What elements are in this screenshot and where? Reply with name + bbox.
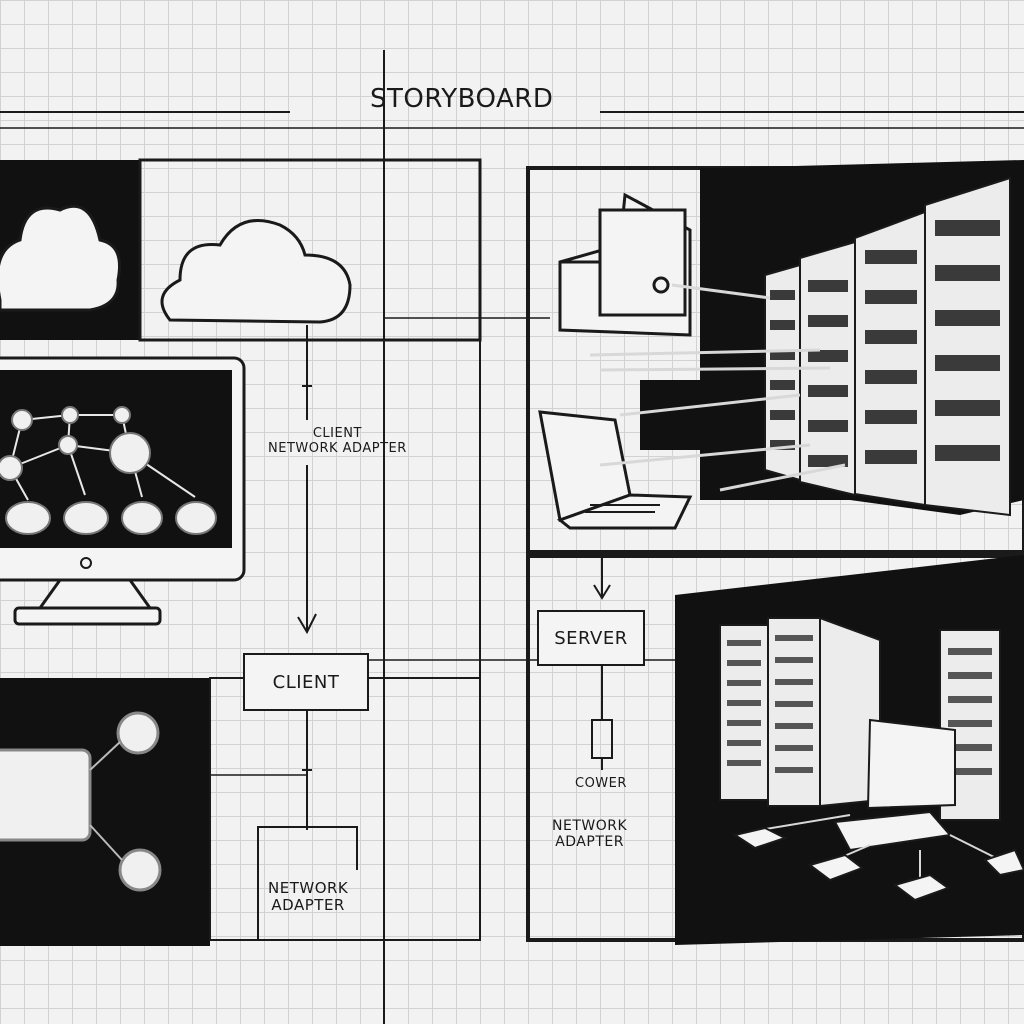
network-adapter-bracket <box>257 826 358 940</box>
server-room-panel <box>526 160 1024 554</box>
printer-icon <box>558 192 692 337</box>
cloud-panel-left <box>0 160 140 340</box>
cloud-icon-large <box>0 204 121 312</box>
data-center-panel <box>675 555 1024 945</box>
server-network-adapter-label: NETWORK ADAPTER <box>552 818 627 850</box>
network-adapter-line-1: NETWORK <box>268 879 349 897</box>
laptop-icon <box>538 410 693 530</box>
network-node-icons <box>732 826 1024 902</box>
network-adapter-line-2: ADAPTER <box>271 896 345 915</box>
computer-icon <box>833 718 956 852</box>
server-rack-icon <box>764 176 1011 517</box>
cower-label: COWER <box>575 776 627 791</box>
cables <box>589 283 846 492</box>
vertical-dividers <box>383 50 481 1024</box>
client-network-adapter-line-2: NETWORK ADAPTER <box>268 440 407 456</box>
device-panel <box>0 678 210 946</box>
network-adapter-label: NETWORK ADAPTER <box>268 879 349 915</box>
server-flow <box>591 556 613 770</box>
server-network-adapter-line-1: NETWORK <box>552 818 628 834</box>
server-network-adapter-line-2: ADAPTER <box>555 834 624 851</box>
client-box: CLIENT <box>243 653 369 711</box>
client-network-adapter-label: CLIENT NETWORK ADAPTER <box>268 426 407 457</box>
client-network-adapter-line-1: CLIENT <box>312 426 362 441</box>
monitor-icon <box>0 356 246 626</box>
cloud-icon <box>160 219 352 324</box>
page-title: STORYBOARD <box>370 84 554 114</box>
title-rules <box>0 111 1024 129</box>
client-frame <box>138 158 482 342</box>
server-box: SERVER <box>537 610 645 666</box>
